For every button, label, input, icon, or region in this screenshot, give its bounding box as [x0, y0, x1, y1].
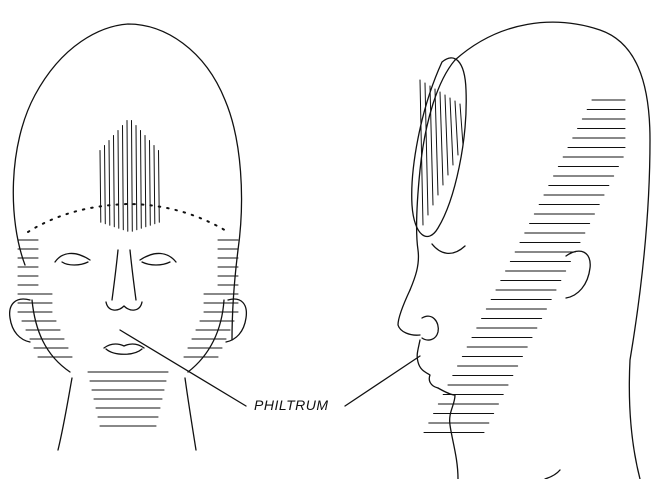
front-left-eye: [55, 253, 90, 262]
hatch-stroke: [450, 98, 453, 165]
hatch-stroke: [145, 136, 146, 227]
front-face-horizontal-hatching: [18, 240, 238, 426]
side-nostril: [422, 316, 438, 340]
hatch-stroke: [105, 146, 106, 224]
front-nose-tip: [106, 302, 142, 310]
hatch-stroke: [118, 131, 119, 229]
front-left-eye-lid: [62, 262, 88, 265]
front-mouth: [104, 344, 144, 348]
side-eye: [432, 244, 465, 253]
front-lower-lip: [106, 349, 142, 354]
hatch-stroke: [127, 121, 128, 232]
philtrum-label: PHILTRUM: [254, 397, 329, 413]
front-left-jaw: [32, 300, 70, 372]
front-neck-right: [185, 378, 196, 450]
front-nose-bridge-right: [130, 250, 136, 300]
front-right-eye: [140, 253, 176, 262]
hatch-stroke: [460, 104, 463, 145]
side-ear: [566, 251, 590, 298]
side-neck-front: [545, 470, 560, 479]
front-nose-bridge-left: [112, 250, 118, 300]
front-right-eye-lid: [142, 262, 170, 265]
side-lips: [417, 340, 438, 388]
hatch-stroke: [150, 141, 151, 226]
hatch-stroke: [440, 92, 443, 185]
side-nose: [398, 290, 420, 335]
side-philtrum-pointer: [345, 356, 420, 406]
hatch-stroke: [114, 136, 115, 227]
hatch-stroke: [435, 89, 438, 195]
hatch-stroke: [445, 95, 448, 175]
hatch-stroke: [123, 126, 124, 230]
side-head-back: [455, 22, 650, 479]
front-view: [10, 24, 247, 450]
front-forehead-vertical-hatching: [100, 121, 159, 232]
hatch-stroke: [455, 101, 458, 155]
front-neck-left: [58, 378, 72, 450]
hatch-stroke: [141, 131, 142, 229]
hatch-stroke: [154, 146, 155, 224]
side-face-horizontal-hatching: [424, 100, 625, 433]
philtrum-pointers: [120, 330, 420, 406]
side-chin: [438, 388, 458, 479]
hatch-stroke: [159, 151, 160, 223]
hatch-stroke: [100, 151, 101, 223]
side-view: [398, 22, 650, 479]
front-right-jaw: [188, 300, 224, 372]
hatch-stroke: [132, 121, 133, 232]
hatch-stroke: [136, 126, 137, 230]
hatch-stroke: [109, 141, 110, 226]
